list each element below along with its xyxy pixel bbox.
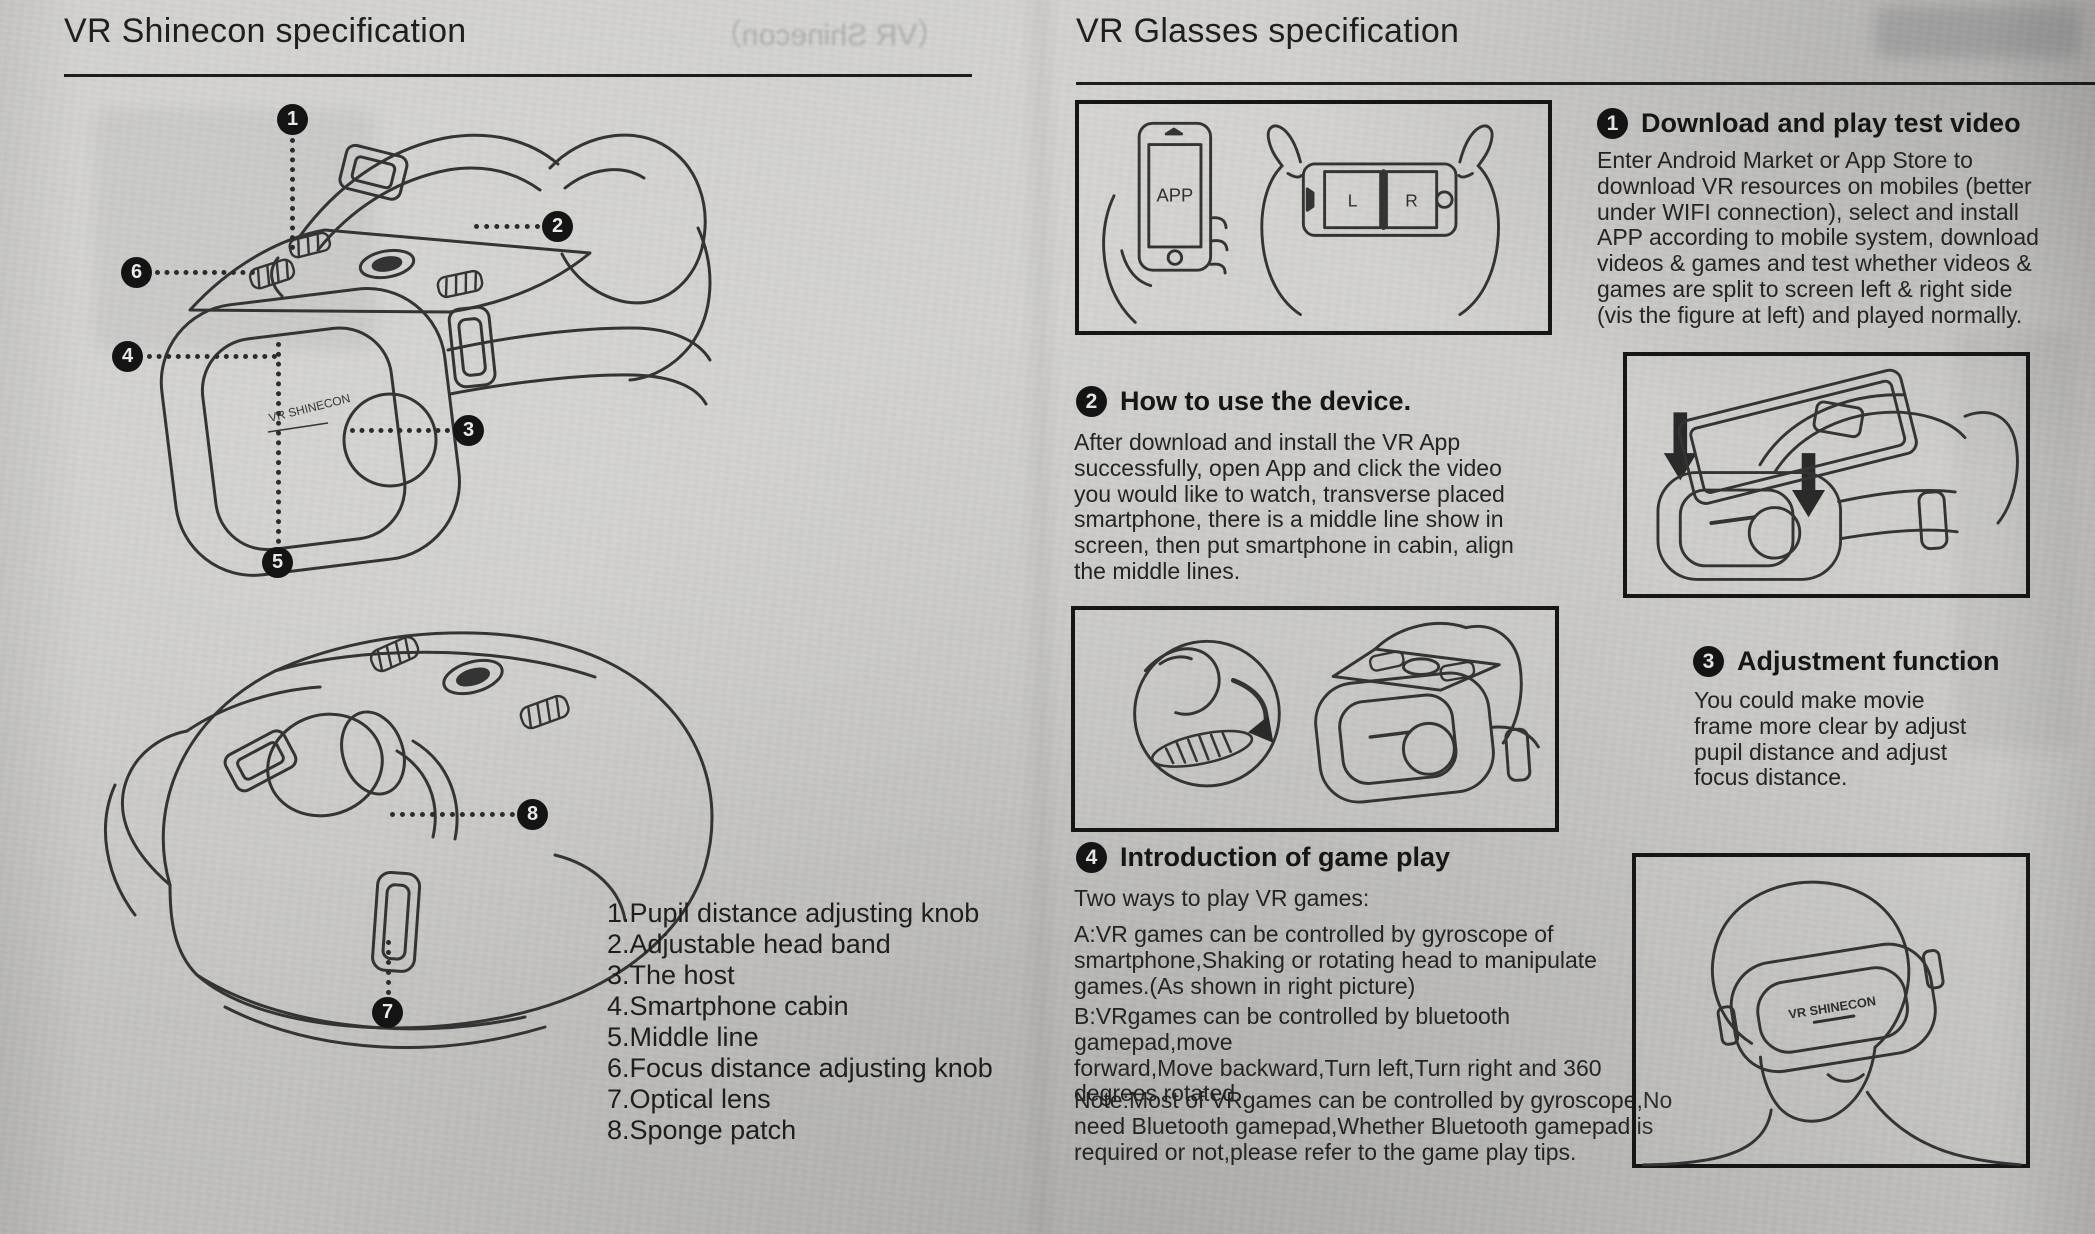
figure-person-wearing-vr: VR SHINECON (1632, 853, 2030, 1168)
legend-item: 3.The host (607, 960, 735, 990)
insert-phone-illustration (1656, 368, 2019, 581)
section-1-heading: Download and play test video (1641, 108, 2021, 138)
figure-adjustment (1071, 606, 1559, 832)
section-4-badge: 4 (1076, 842, 1107, 873)
legend-item: 6.Focus distance adjusting knob (607, 1053, 993, 1083)
down-arrow-icon (1792, 453, 1826, 518)
vr-headset-front-diagram: VR SHINECON (159, 133, 712, 577)
legend-item: 5.Middle line (607, 1022, 759, 1052)
phone-illustrations: APP L R (1102, 121, 1500, 324)
callout-6: 6 (121, 257, 152, 288)
section-2-heading-row: 2 How to use the device. (1076, 386, 1411, 417)
legend-item: 7.Optical lens (607, 1084, 771, 1114)
section-3-body: You could make movie frame more clear by… (1694, 687, 1967, 791)
callout-line-3 (350, 428, 450, 433)
callout-line-1 (290, 138, 295, 250)
section-2-body: After download and install the VR App su… (1074, 429, 1514, 584)
callout-line-8 (390, 812, 515, 817)
figure-download-test: APP L R (1075, 100, 1552, 335)
callout-3: 3 (453, 415, 484, 446)
section-4-heading-row: 4 Introduction of game play (1076, 842, 1450, 873)
legend-item: 4.Smartphone cabin (607, 991, 849, 1021)
callout-line-7 (386, 940, 391, 995)
bleed-through-smudge (1875, 6, 2080, 58)
legend-item: 8.Sponge patch (607, 1115, 797, 1145)
callout-1: 1 (277, 104, 308, 135)
left-page-title: VR Shinecon specification (64, 12, 467, 50)
callout-8: 8 (517, 799, 548, 830)
section-4-heading: Introduction of game play (1120, 842, 1451, 872)
callout-line-5 (276, 342, 281, 544)
section-1-body: Enter Android Market or App Store to dow… (1597, 147, 2039, 328)
person-wearing-vr-illustration: VR SHINECON (1642, 880, 2022, 1167)
rotate-arrowhead-icon (1248, 715, 1274, 743)
section-4-para-a: A:VR games can be controlled by gyroscop… (1074, 921, 1597, 999)
section-3-heading-row: 3 Adjustment function (1693, 646, 1999, 677)
vr-headset-rear-diagram (104, 631, 714, 1049)
right-page-title: VR Glasses specification (1076, 12, 1460, 50)
callout-2: 2 (542, 211, 573, 242)
legend-item: 2.Adjustable head band (607, 929, 891, 959)
callout-4: 4 (112, 341, 143, 372)
screen-left-label: L (1348, 190, 1358, 210)
brand-tagline-line (1812, 1014, 1856, 1024)
section-4-intro: Two ways to play VR games: (1074, 885, 1370, 911)
legend-item: 1.Pupil distance adjusting knob (607, 898, 980, 928)
section-3-badge: 3 (1693, 646, 1724, 677)
callout-line-2 (474, 224, 540, 229)
callout-line-4 (147, 354, 277, 359)
section-1-heading-row: 1 Download and play test video (1597, 108, 2021, 139)
phone-app-label: APP (1157, 185, 1194, 206)
focus-wheel-icon (1133, 639, 1281, 788)
callout-5: 5 (262, 547, 293, 578)
parts-legend: 1.Pupil distance adjusting knob 2.Adjust… (607, 898, 993, 1146)
brand-label-headset: VR SHINECON (1787, 993, 1877, 1022)
right-title-underline (1076, 82, 2095, 85)
figure-insert-phone (1623, 352, 2030, 598)
bleed-through-text: （VR Shinecon） (712, 19, 948, 52)
section-4-note: Note:Most of VRgames can be controlled b… (1074, 1087, 1673, 1165)
callout-line-6 (155, 270, 255, 275)
down-arrow-icon (1663, 412, 1697, 481)
section-3-heading: Adjustment function (1737, 646, 2000, 676)
section-4-para-b: B:VRgames can be controlled by bluetooth… (1074, 1003, 1602, 1107)
section-1-badge: 1 (1597, 108, 1628, 139)
section-2-heading: How to use the device. (1120, 386, 1412, 416)
section-2-badge: 2 (1076, 386, 1107, 417)
adjustment-illustration (1133, 622, 1540, 804)
screen-right-label: R (1405, 190, 1418, 210)
left-title-underline (64, 74, 972, 77)
callout-7: 7 (372, 997, 403, 1028)
page-crease-shadow (1020, 0, 1060, 1234)
